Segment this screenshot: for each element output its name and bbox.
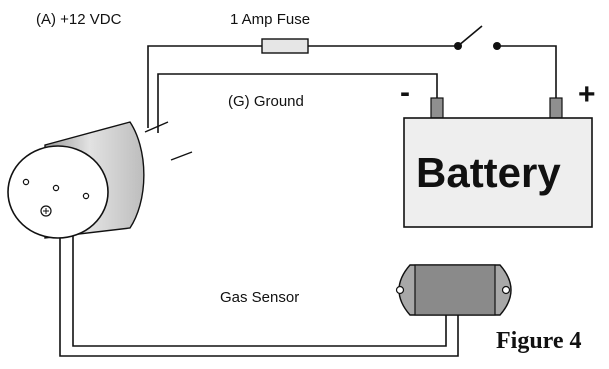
ground-wire: [157, 73, 438, 133]
sensor-hole-right: [501, 285, 511, 295]
switch: [454, 25, 501, 50]
ground-label: (G) Ground: [228, 93, 304, 110]
gauge: [7, 121, 193, 239]
battery-label: Battery: [416, 149, 561, 196]
positive-terminal: [549, 97, 563, 119]
negative-terminal: [430, 97, 444, 119]
gauge-center-mark: [40, 205, 52, 217]
gauge-hole-3: [82, 192, 90, 200]
sensor-wire: [59, 235, 459, 357]
sensor-body: [414, 264, 496, 316]
power-label: (A) +12 VDC: [36, 11, 122, 28]
gauge-stud-a: [144, 121, 169, 133]
negative-sign: -: [400, 76, 410, 109]
sensor-hole-left: [395, 285, 405, 295]
fuse: [261, 38, 309, 54]
battery: [403, 97, 593, 228]
gauge-face: [7, 145, 109, 239]
gas-sensor: [395, 264, 512, 316]
positive-sign: +: [578, 78, 596, 111]
sensor-label: Gas Sensor: [220, 289, 299, 306]
gauge-hole-1: [22, 178, 30, 186]
gauge-stud-g: [170, 151, 193, 161]
fuse-label: 1 Amp Fuse: [230, 11, 310, 28]
gauge-hole-2: [52, 184, 60, 192]
power-wire: [147, 45, 557, 128]
figure-caption: Figure 4: [496, 328, 582, 354]
battery-body: [403, 117, 593, 228]
